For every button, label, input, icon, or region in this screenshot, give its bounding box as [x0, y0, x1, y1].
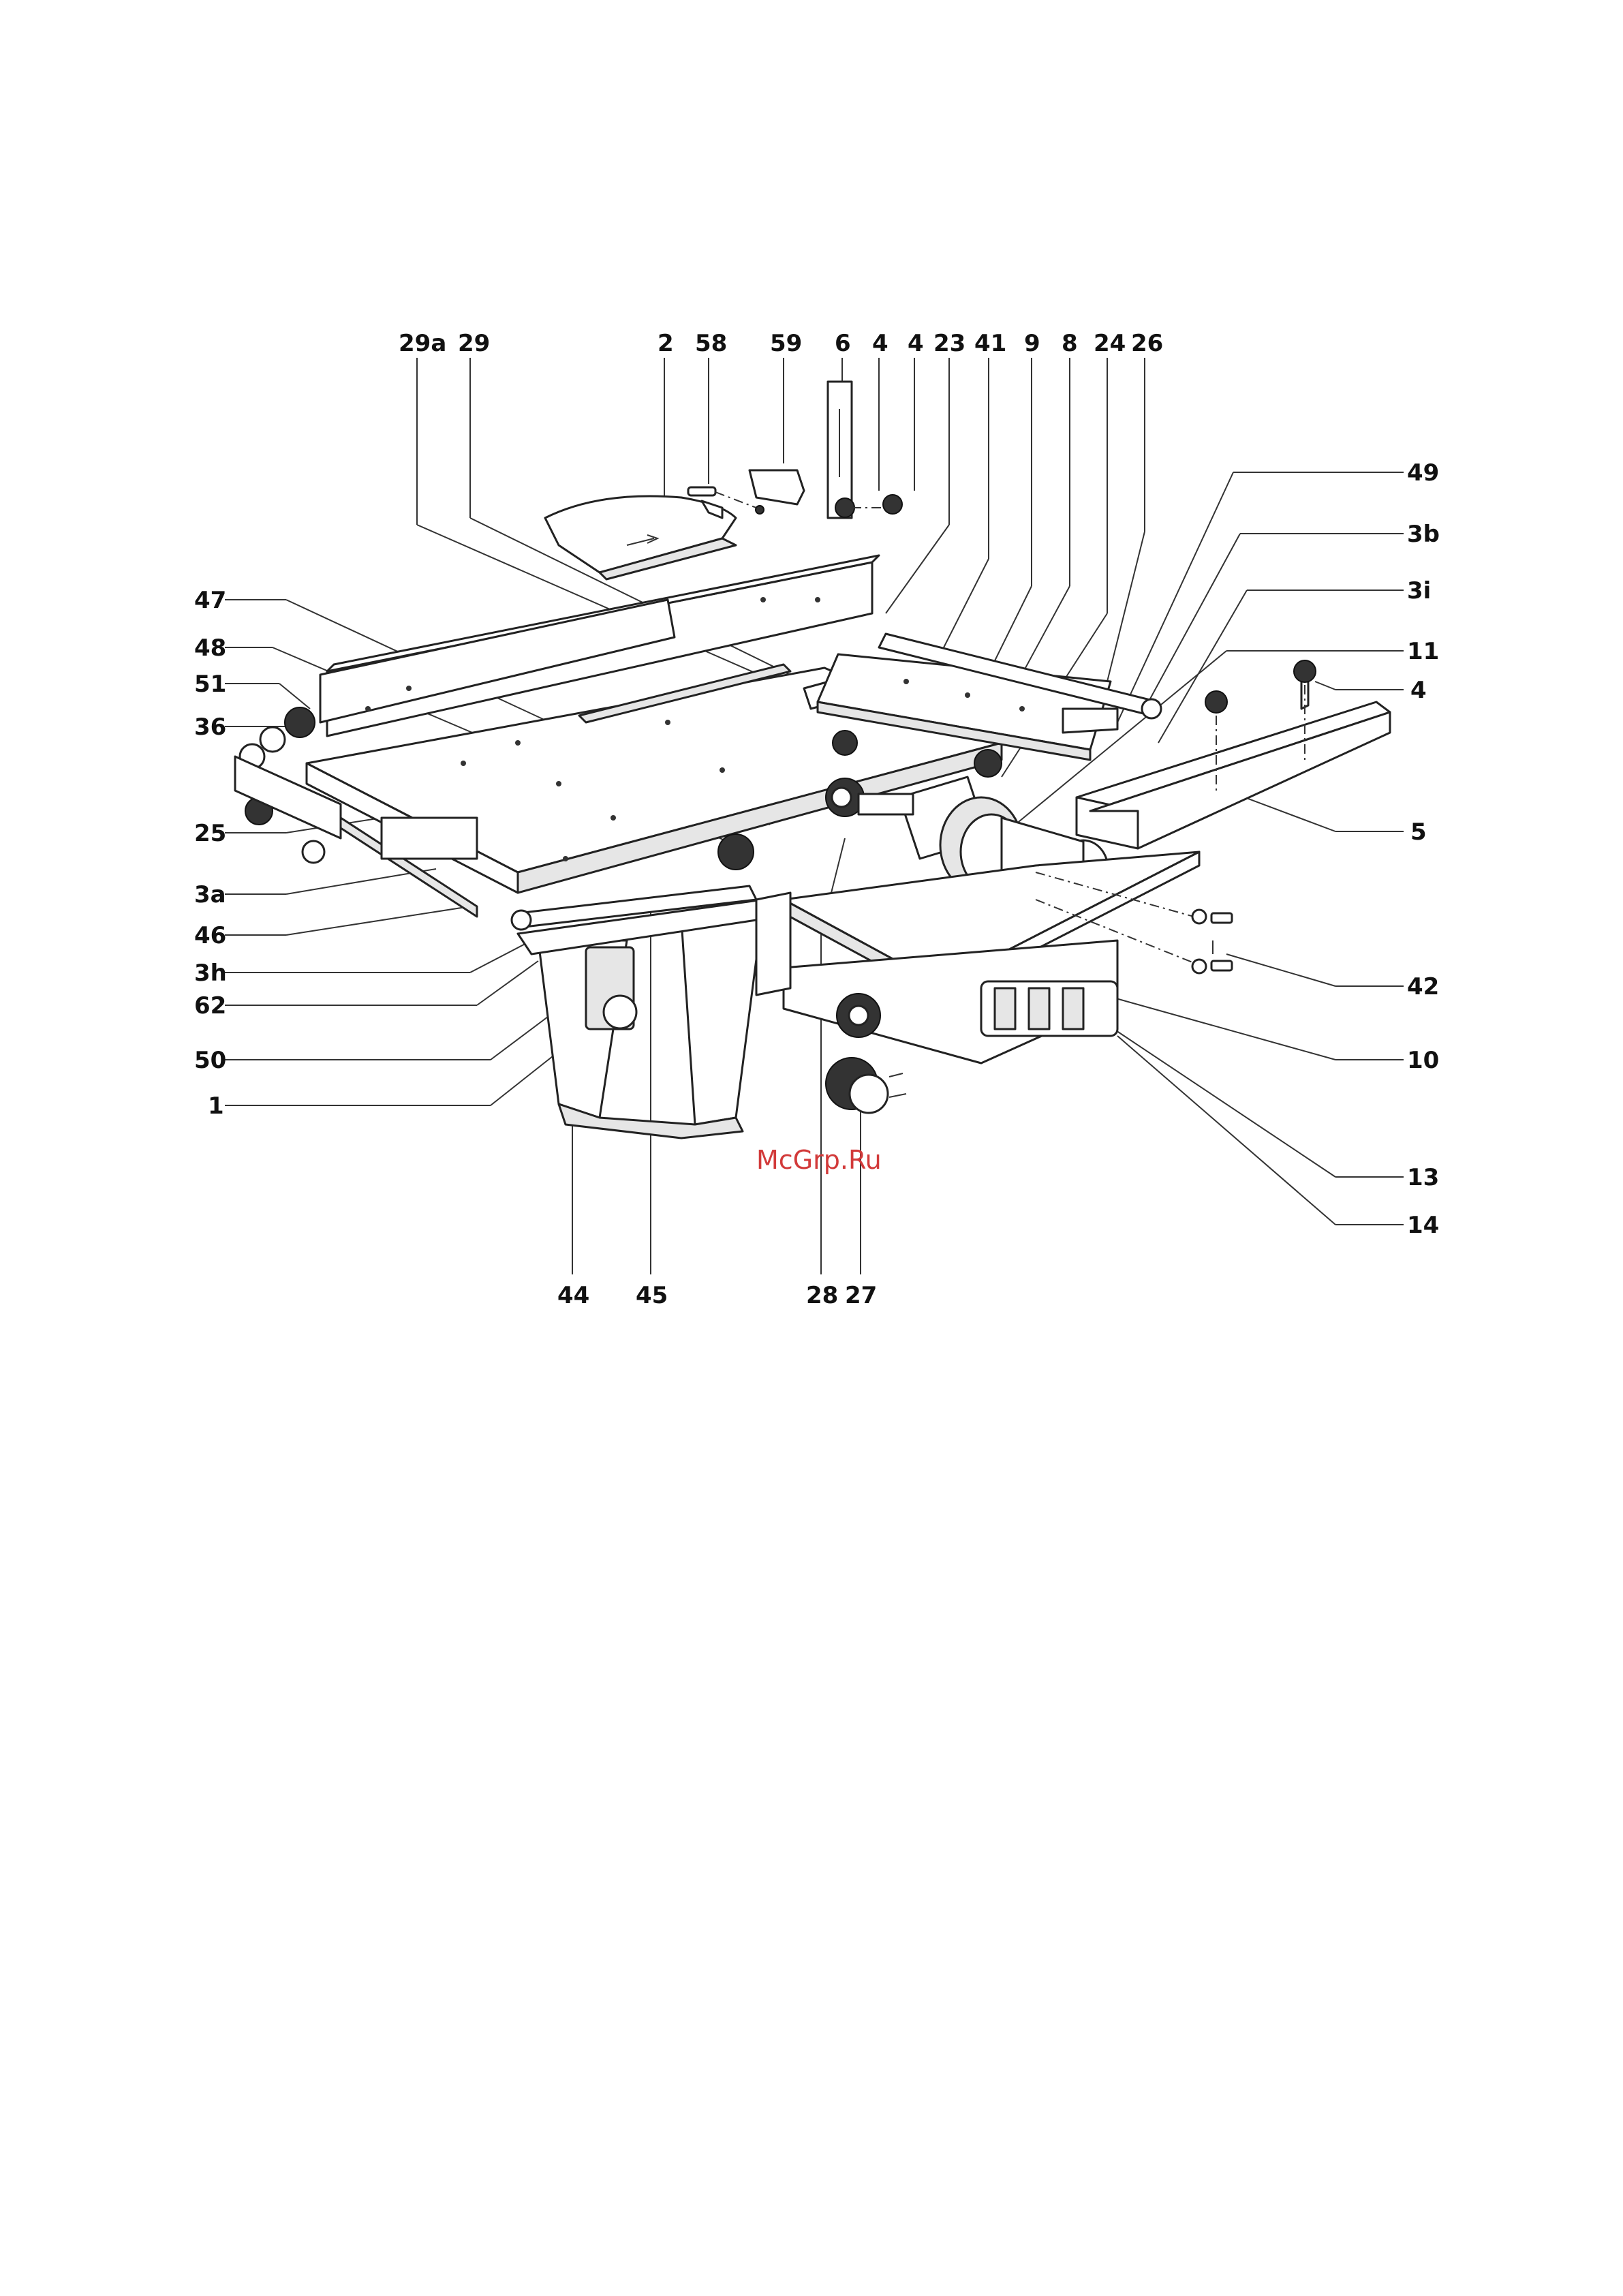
callout-50: 50: [194, 1047, 226, 1074]
callout-41: 41: [974, 330, 1006, 357]
callout-23: 23: [933, 330, 965, 357]
callout-8: 8: [1062, 330, 1078, 357]
callout-5: 5: [1410, 818, 1427, 846]
callout-26: 26: [1131, 330, 1163, 357]
callout-49: 49: [1407, 459, 1439, 487]
callout-42: 42: [1407, 973, 1439, 1000]
callout-48: 48: [194, 634, 226, 662]
callouts-right: 49 3b 3i 11 4 5 42 10 13 14: [1407, 459, 1440, 1239]
callout-44: 44: [557, 1282, 589, 1309]
callout-36: 36: [194, 714, 226, 741]
callout-3i: 3i: [1407, 577, 1431, 604]
callout-3h: 3h: [194, 960, 227, 987]
callout-46: 46: [194, 922, 226, 949]
callouts-bottom: 44 45 28 27: [557, 1282, 877, 1309]
callout-4-a: 4: [872, 330, 888, 357]
callout-3b: 3b: [1407, 521, 1440, 548]
callout-24: 24: [1094, 330, 1126, 357]
callout-29a: 29a: [399, 330, 446, 357]
callout-10: 10: [1407, 1047, 1439, 1074]
callout-14: 14: [1407, 1212, 1439, 1239]
callout-27: 27: [845, 1282, 877, 1309]
callout-59: 59: [770, 330, 802, 357]
callout-6: 6: [835, 330, 851, 357]
callout-13: 13: [1407, 1164, 1439, 1191]
callout-3a: 3a: [194, 881, 226, 908]
callout-47: 47: [194, 587, 226, 614]
callout-11: 11: [1407, 638, 1439, 665]
callout-9: 9: [1024, 330, 1040, 357]
callouts-left: 47 48 51 36 25 3a 46 3h 62 50 1: [194, 587, 227, 1120]
callout-29: 29: [458, 330, 490, 357]
callout-58: 58: [695, 330, 727, 357]
callout-1: 1: [208, 1092, 224, 1120]
blade-guard: [545, 496, 736, 579]
callout-25: 25: [194, 820, 226, 847]
callout-28: 28: [806, 1282, 838, 1309]
watermark: McGrp.Ru: [756, 1145, 882, 1175]
callout-45: 45: [636, 1282, 668, 1309]
callout-51: 51: [194, 671, 226, 698]
callout-2: 2: [658, 330, 674, 357]
callout-4-c: 4: [1410, 677, 1427, 704]
callout-62: 62: [194, 992, 226, 1020]
callouts-top: 29a 29 2 58 59 6 4 4 23 41 9 8 24 26: [399, 330, 1163, 357]
machine-drawing: [235, 382, 1390, 1138]
callout-4-b: 4: [908, 330, 924, 357]
